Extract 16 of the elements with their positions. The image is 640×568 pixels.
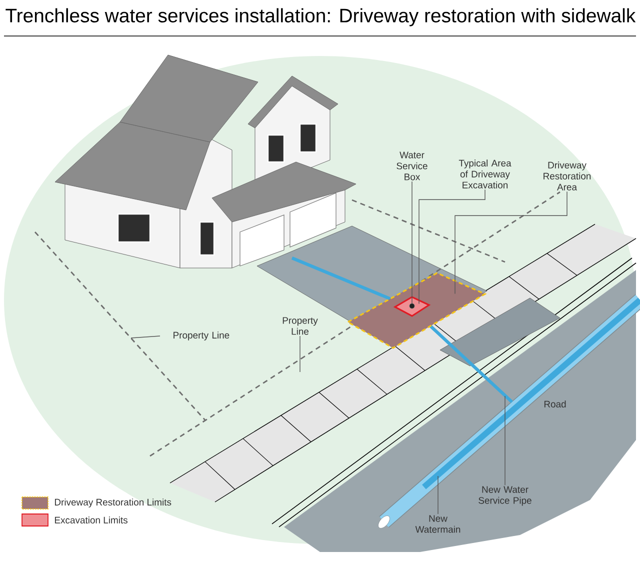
leader-line — [418, 189, 486, 304]
callout-label: New Water Service Pipe — [478, 486, 532, 506]
road-label: Road — [544, 400, 566, 408]
callout-label: Driveway Restoration Area — [544, 162, 591, 190]
service-box — [409, 303, 415, 309]
callout-label: Water Service Box — [396, 152, 428, 180]
leader-line — [130, 336, 160, 338]
callout-label: Property Line — [174, 332, 230, 340]
callout-label: Property Line — [282, 317, 318, 335]
callout-label: New Watermain — [415, 515, 460, 533]
leader-line — [504, 396, 506, 486]
legend-label: Excavation Limits — [55, 516, 128, 524]
callout-label: Typical Area of Driveway Excavation — [458, 160, 512, 188]
title: Trenchless water services installation: Driveway restoration with sidewalk — [4, 8, 636, 36]
leader-line — [454, 191, 568, 294]
legend-label: Driveway Restoration Limits — [55, 498, 172, 508]
